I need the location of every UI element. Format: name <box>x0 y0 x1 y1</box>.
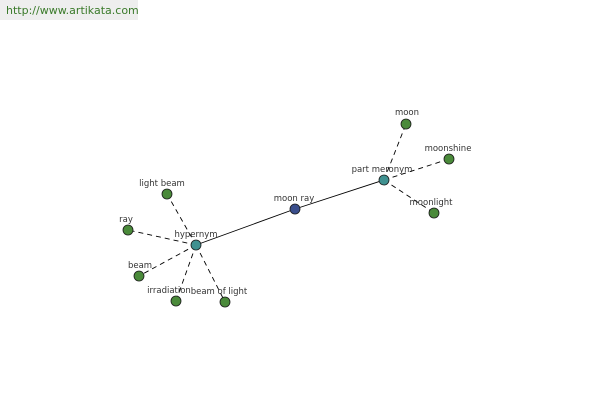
node-light-beam[interactable] <box>161 188 173 200</box>
node-label-moon-ray[interactable]: moon ray <box>274 194 315 204</box>
url-link[interactable]: http://www.artikata.com <box>6 4 139 17</box>
edge-moon-ray-hypernym <box>195 208 296 246</box>
edge-part-meronym-moon <box>383 123 407 181</box>
edge-hypernym-ray <box>127 229 197 246</box>
node-label-ray[interactable]: ray <box>119 215 133 225</box>
node-hypernym[interactable] <box>190 239 202 251</box>
node-label-moonshine[interactable]: moonshine <box>425 144 472 154</box>
node-beam[interactable] <box>133 270 145 282</box>
edge-part-meronym-moonlight <box>383 179 435 214</box>
edge-hypernym-beam-of-light <box>195 244 226 303</box>
edges-layer <box>127 123 450 303</box>
node-moonshine[interactable] <box>443 153 455 165</box>
node-label-light-beam[interactable]: light beam <box>139 179 185 189</box>
node-label-part-meronym[interactable]: part meronym <box>352 165 413 175</box>
edge-hypernym-irradiation <box>175 244 197 302</box>
node-irradiation[interactable] <box>170 295 182 307</box>
node-part-meronym[interactable] <box>378 174 390 186</box>
node-label-moonlight[interactable]: moonlight <box>410 198 454 208</box>
edge-hypernym-beam <box>138 244 197 277</box>
node-label-beam-of-light[interactable]: beam of light <box>191 287 248 297</box>
node-label-irradiation[interactable]: irradiation <box>147 286 191 296</box>
node-label-hypernym[interactable]: hypernym <box>174 230 217 240</box>
url-banner[interactable]: http://www.artikata.com <box>0 0 139 20</box>
node-moon-ray[interactable] <box>289 203 301 215</box>
node-moon[interactable] <box>400 118 412 130</box>
node-label-beam[interactable]: beam <box>128 261 152 271</box>
edge-hypernym-light-beam <box>166 193 197 246</box>
nodes-layer <box>122 118 455 308</box>
node-moonlight[interactable] <box>428 207 440 219</box>
node-label-moon[interactable]: moon <box>395 108 419 118</box>
edge-part-meronym-moonshine <box>383 158 450 181</box>
labels-layer: moon ray hypernym part meronym light beam ra… <box>119 108 471 297</box>
node-ray[interactable] <box>122 224 134 236</box>
edge-moon-ray-part-meronym <box>294 179 385 210</box>
node-beam-of-light[interactable] <box>219 296 231 308</box>
